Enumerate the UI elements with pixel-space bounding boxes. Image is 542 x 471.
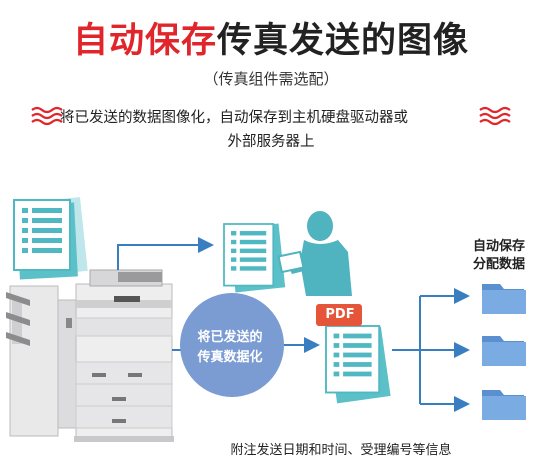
received-document-icon xyxy=(223,223,286,293)
subtitle: （传真组件需选配） xyxy=(203,70,339,88)
arrow-to-receiver xyxy=(117,237,214,270)
printer-icon xyxy=(6,269,174,442)
branch-arrows xyxy=(392,288,470,412)
folder-icon-3 xyxy=(482,390,526,420)
storage-label: 自动保存 分配数据 xyxy=(456,238,542,274)
folder-icon-1 xyxy=(482,284,526,314)
bubble-label-line-2: 传真数据化 xyxy=(197,350,263,365)
pdf-document-icon xyxy=(325,325,391,404)
bubble-label: 将已发送的 传真数据化 xyxy=(178,328,282,368)
footer-note: 附注发送日期和时间、受理编号等信息 xyxy=(230,443,452,458)
wave-icon-right xyxy=(479,106,511,126)
description-line-2: 外部服务器上 xyxy=(227,134,315,150)
wave-icon-left xyxy=(31,106,63,126)
description-line-1: 将已发送的数据图像化，自动保存到主机硬盘驱动器或 xyxy=(60,110,408,126)
folder-icon-2 xyxy=(482,336,526,366)
bubble-label-line-1: 将已发送的 xyxy=(197,330,263,345)
digitize-bubble xyxy=(180,293,284,397)
person-icon xyxy=(277,211,352,296)
pdf-badge xyxy=(316,304,362,326)
storage-label-line-2: 分配数据 xyxy=(472,257,525,272)
source-document-icon xyxy=(13,197,88,280)
title-highlight: 自动保存 xyxy=(72,21,217,61)
title-rest: 传真发送的图像 xyxy=(217,21,470,61)
pdf-badge-label: PDF xyxy=(325,307,355,322)
storage-label-line-1: 自动保存 xyxy=(472,239,525,254)
page-title: 自动保存传真发送的图像 xyxy=(0,12,542,63)
